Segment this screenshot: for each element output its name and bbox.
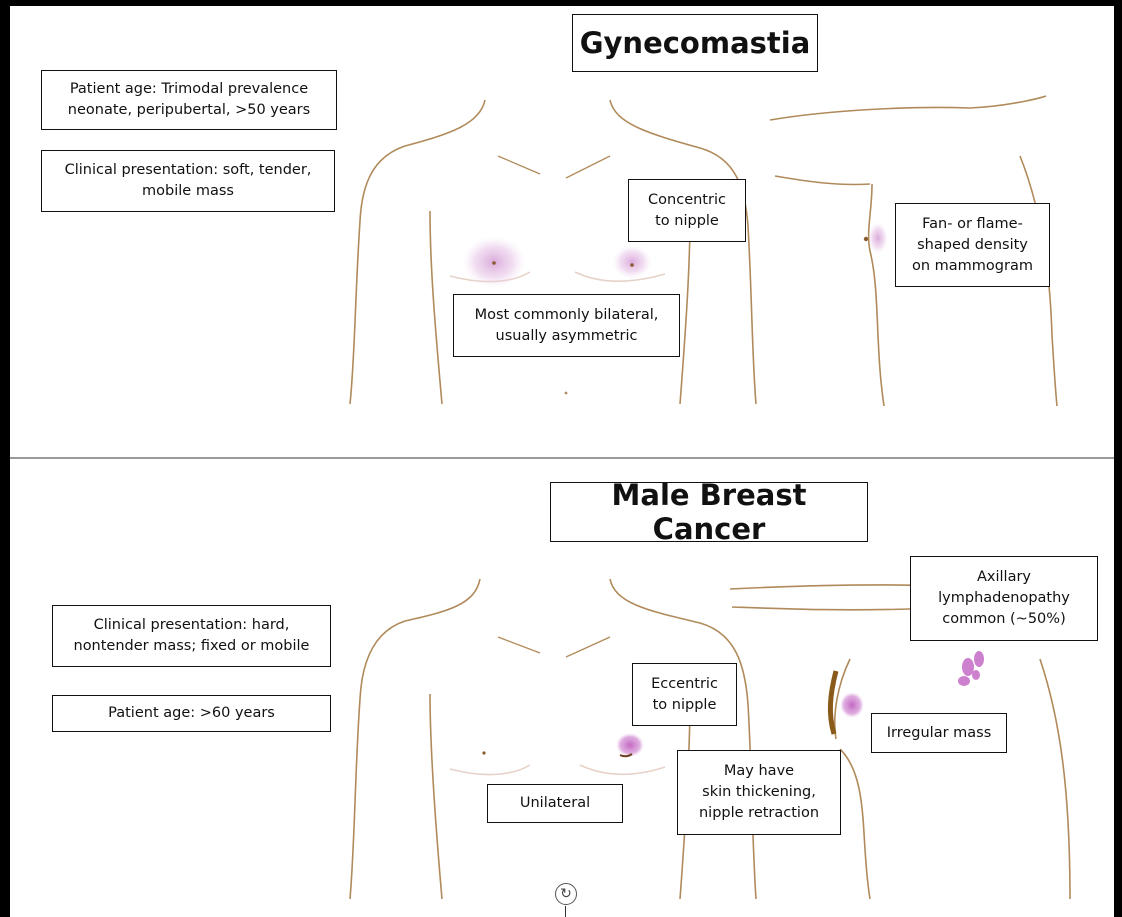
lymph-node (974, 651, 984, 667)
bilateral-asymmetric-label: Most commonly bilateral, usually asymmet… (453, 294, 680, 357)
skin-thickening-label: May have skin thickening, nipple retract… (677, 750, 841, 835)
side-breast-density (868, 222, 888, 254)
lymph-node (958, 676, 970, 686)
front-torso-outline (350, 579, 756, 899)
concentric-to-nipple-label: Concentric to nipple (628, 179, 746, 242)
lymph-node (972, 670, 980, 680)
side-irregular-mass (840, 692, 864, 718)
gynecomastia-patient-age-label: Patient age: Trimodal prevalence neonate… (41, 70, 337, 130)
eccentric-mass (616, 733, 644, 757)
left-nipple (630, 263, 634, 267)
right-nipple (492, 261, 496, 265)
gynecomastia-clinical-presentation-label: Clinical presentation: soft, tender, mob… (41, 150, 335, 212)
reload-stem (565, 906, 566, 917)
male-breast-cancer-patient-age-label: Patient age: >60 years (52, 695, 331, 732)
fan-shaped-density-label: Fan- or flame- shaped density on mammogr… (895, 203, 1050, 287)
gynecomastia-title: Gynecomastia (572, 14, 818, 72)
left-breast-density (612, 245, 652, 279)
male-breast-cancer-panel: Male Breast Cancer Clinical presentation… (10, 459, 1114, 917)
reload-icon[interactable]: ↻ (555, 883, 577, 905)
navel (565, 392, 568, 395)
axillary-lymphadenopathy-label: Axillary lymphadenopathy common (~50%) (910, 556, 1098, 641)
right-nipple (482, 751, 485, 754)
gynecomastia-panel: Gynecomastia Patient age: Trimodal preva… (10, 6, 1114, 457)
eccentric-to-nipple-label: Eccentric to nipple (632, 663, 737, 726)
male-breast-cancer-title: Male Breast Cancer (550, 482, 868, 542)
lymph-node (962, 658, 974, 676)
front-torso-outline (350, 100, 756, 404)
male-breast-cancer-clinical-presentation-label: Clinical presentation: hard, nontender m… (52, 605, 331, 667)
irregular-mass-label: Irregular mass (871, 713, 1007, 753)
side-nipple (864, 237, 868, 241)
unilateral-label: Unilateral (487, 784, 623, 823)
